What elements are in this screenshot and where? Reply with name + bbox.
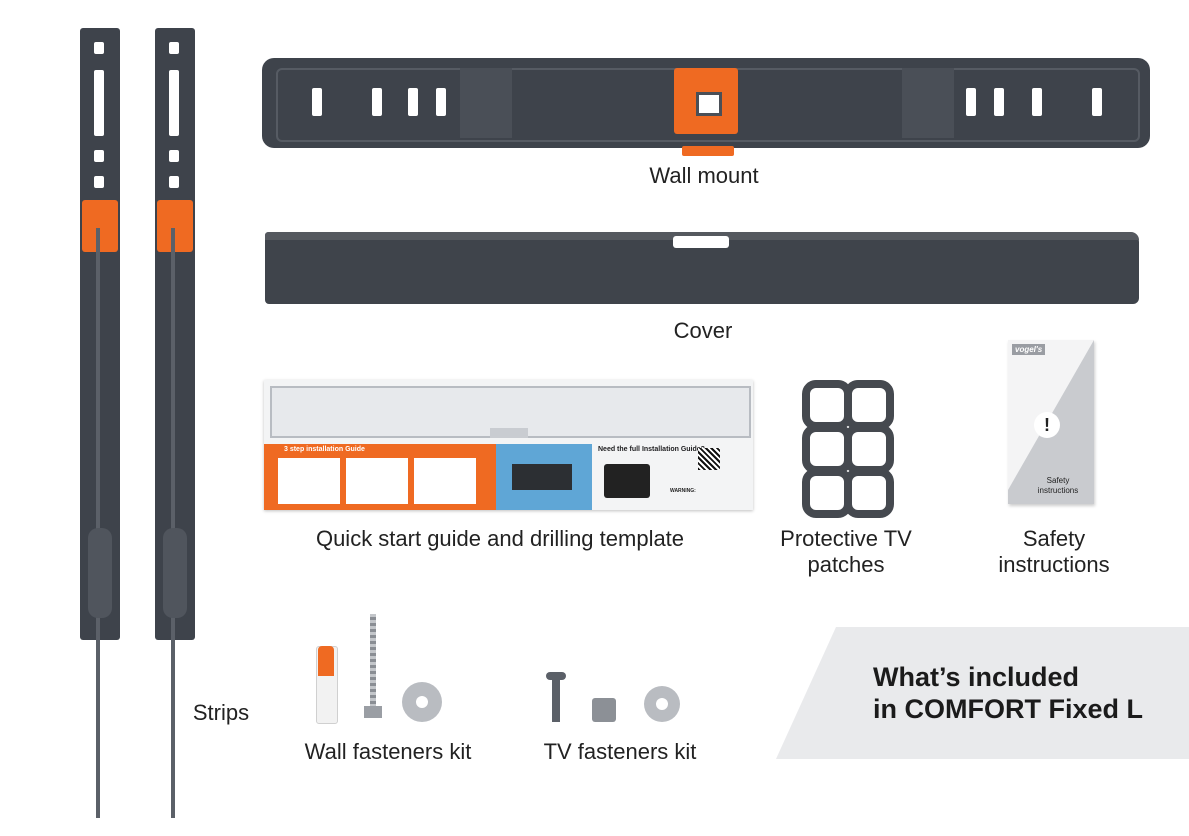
guide-warning-text: WARNING: [670,488,696,494]
tv-fasteners-label: TV fasteners kit [543,739,697,764]
wall-fasteners-image [300,612,450,724]
patches-label-line2: patches [807,552,885,577]
cover-image [265,232,1139,304]
safety-label-line2: instructions [998,552,1110,577]
booklet-text-line1: Safety [1046,476,1070,485]
safety-label: Safety instructions [964,526,1144,578]
strips-label: Strips [192,700,250,725]
safety-booklet-image: vogel's ! Safety instructions [1008,340,1094,504]
strip-left [80,28,120,818]
patches-label-line1: Protective TV [780,526,912,551]
qr-code-icon [698,448,720,470]
patches-label: Protective TV patches [756,526,936,578]
warning-icon: ! [1034,412,1060,438]
wall-mount-label: Wall mount [649,163,759,188]
strip-right [155,28,195,818]
quick-start-guide-image: 3 step installation Guide Need the full … [264,380,753,510]
quick-start-label: Quick start guide and drilling template [315,526,685,551]
guide-steps-title: 3 step installation Guide [284,446,365,453]
banner-line2: in COMFORT Fixed L [873,694,1143,724]
safety-label-line1: Safety [1022,526,1086,551]
booklet-brand: vogel's [1012,344,1046,355]
guide-full-guide-text: Need the full Installation Guide? [598,446,705,453]
wall-mount-image [262,58,1150,156]
included-banner [776,627,1189,759]
booklet-text-line2: instructions [1037,486,1079,495]
banner-title: What’s included in COMFORT Fixed L [873,661,1143,725]
banner-line1: What’s included [873,662,1080,692]
cover-label: Cover [673,318,733,343]
wall-fasteners-label: Wall fasteners kit [304,739,472,764]
tv-fasteners-image [540,672,690,728]
protective-patches-image [802,380,894,518]
